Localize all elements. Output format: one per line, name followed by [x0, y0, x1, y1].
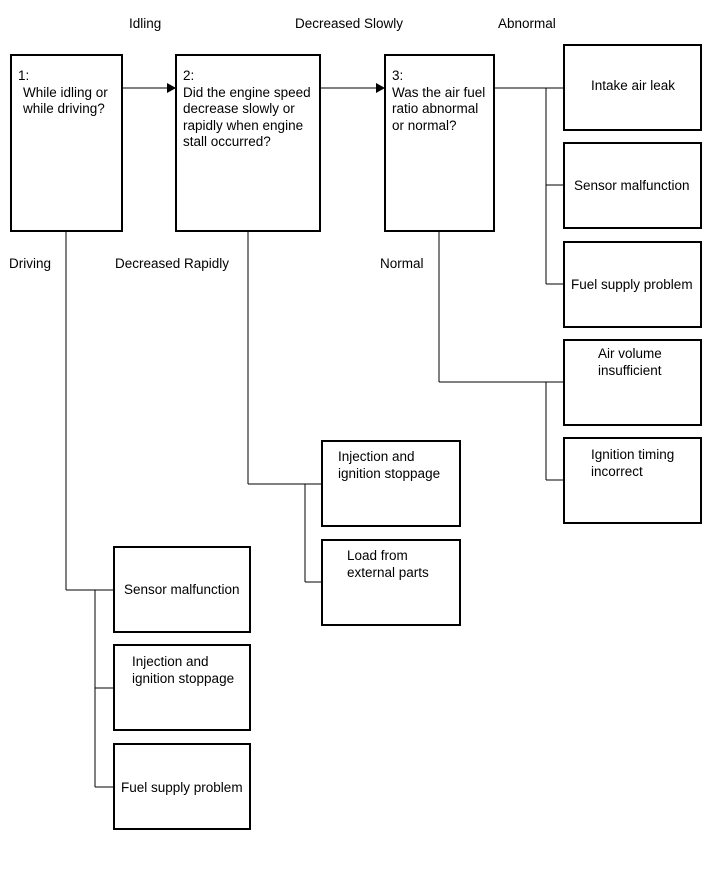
cause-text: Injection and — [132, 654, 209, 669]
question-text-line: rapidly when engine — [183, 117, 304, 133]
cause-box-intake-air-leak: Intake air leak — [563, 44, 702, 131]
cause-text: Sensor malfunction — [574, 178, 690, 193]
label-driving: Driving — [9, 256, 52, 271]
cause-text: Intake air leak — [591, 78, 676, 93]
question-text-line: Was the air fuel — [392, 84, 486, 100]
cause-text: ignition stoppage — [132, 670, 235, 686]
cause-text: external parts — [347, 564, 429, 580]
label-idling: Idling — [129, 16, 162, 31]
label-decreased-rapidly: Decreased Rapidly — [115, 256, 230, 271]
question-box-1: 1: While idling or while driving? — [10, 54, 123, 232]
cause-box-driving-injection-ignition-stoppage: Injection and ignition stoppage — [113, 644, 251, 731]
question-text-line: ratio abnormal — [392, 101, 479, 116]
question-text-line: while driving? — [23, 101, 105, 116]
question-box-3: 3: Was the air fuel ratio abnormal or no… — [384, 54, 495, 232]
label-decreased-slowly: Decreased Slowly — [295, 16, 404, 31]
arrow-head-q2-q3 — [376, 83, 385, 93]
cause-box-driving-fuel-supply-problem: Fuel supply problem — [113, 743, 251, 830]
cause-text: Air volume — [598, 346, 662, 361]
question-text-line: decrease slowly or — [183, 101, 295, 116]
cause-text: incorrect — [591, 463, 643, 479]
question-number: 2: — [183, 68, 195, 83]
cause-box-ignition-timing-incorrect: Ignition timing incorrect — [563, 437, 702, 524]
cause-text: Sensor malfunction — [124, 582, 240, 597]
cause-box-driving-sensor-malfunction: Sensor malfunction — [113, 546, 251, 633]
cause-box-load-from-external-parts: Load from external parts — [321, 539, 461, 626]
cause-text: Fuel supply problem — [121, 780, 243, 795]
question-text-line: While idling or — [23, 84, 108, 100]
cause-box-sensor-malfunction: Sensor malfunction — [563, 142, 702, 229]
question-number: 1: — [18, 68, 30, 83]
question-number: 3: — [392, 68, 404, 83]
question-text-line: stall occurred? — [183, 134, 271, 149]
cause-text: Ignition timing — [591, 447, 675, 462]
cause-box-fuel-supply-problem: Fuel supply problem — [563, 241, 702, 328]
cause-box-injection-ignition-stoppage: Injection and ignition stoppage — [321, 440, 461, 527]
question-text-line: Did the engine speed — [183, 84, 311, 100]
label-normal: Normal — [380, 256, 424, 271]
cause-text: Injection and — [338, 449, 415, 464]
cause-text: Load from — [347, 548, 408, 563]
question-text-line: or normal? — [392, 117, 457, 133]
cause-text: Fuel supply problem — [571, 277, 693, 292]
question-box-2: 2: Did the engine speed decrease slowly … — [175, 54, 321, 232]
label-abnormal: Abnormal — [498, 16, 556, 31]
arrow-head-q1-q2 — [167, 83, 176, 93]
cause-text: ignition stoppage — [338, 465, 441, 481]
cause-text: insufficient — [598, 362, 662, 378]
cause-box-air-volume-insufficient: Air volume insufficient — [563, 339, 702, 426]
